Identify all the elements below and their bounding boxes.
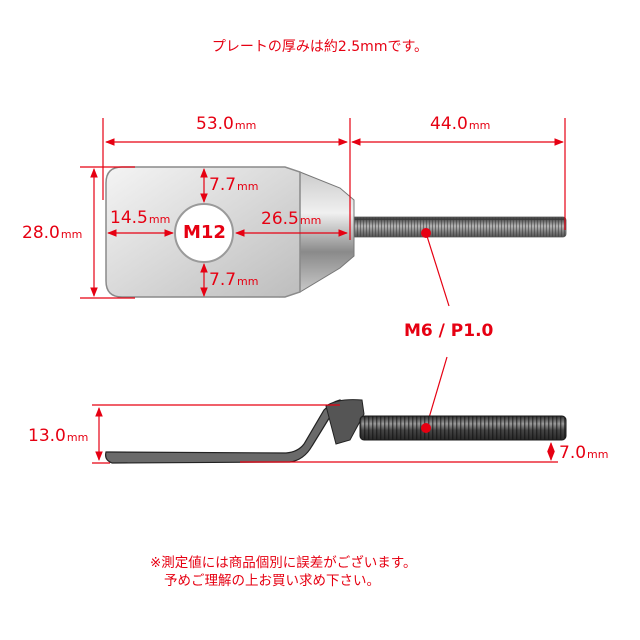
plate-thickness-note: プレートの厚みは約2.5mmです。 (211, 39, 429, 55)
dim-hole-to-top: 7.7mm (209, 175, 259, 195)
measurement-disclaimer: ※測定値には商品個別に誤差がございます。 予めご理解の上お買い求め下さい。 (150, 555, 417, 589)
dimension-lines-top (80, 118, 566, 429)
side-neck (325, 399, 365, 445)
thread-spec-label: M6 / P1.0 (404, 321, 494, 341)
dim-plate-height: 28.0mm (22, 223, 83, 243)
dimension-lines-side (92, 404, 558, 464)
thread-callout-dot-side (421, 423, 431, 433)
dim-plate-length: 53.0mm (196, 114, 257, 134)
dim-hole-to-right: 26.5mm (261, 209, 322, 229)
m12-hole (174, 203, 234, 263)
thread-callout-dot-top (421, 228, 431, 238)
threaded-bolt-top (349, 216, 567, 238)
dim-bolt-length: 44.0mm (430, 114, 491, 134)
dim-hole-to-bottom: 7.7mm (209, 270, 259, 290)
dim-hole-to-left: 14.5mm (110, 208, 171, 228)
hole-size-label: M12 (183, 222, 226, 243)
side-bolt (359, 415, 567, 441)
chain-adjuster-top-view (105, 166, 567, 298)
dim-bolt-offset: 7.0mm (559, 443, 609, 463)
chain-adjuster-side-view (105, 399, 567, 464)
dim-side-height: 13.0mm (28, 426, 89, 446)
side-plate (105, 399, 341, 464)
